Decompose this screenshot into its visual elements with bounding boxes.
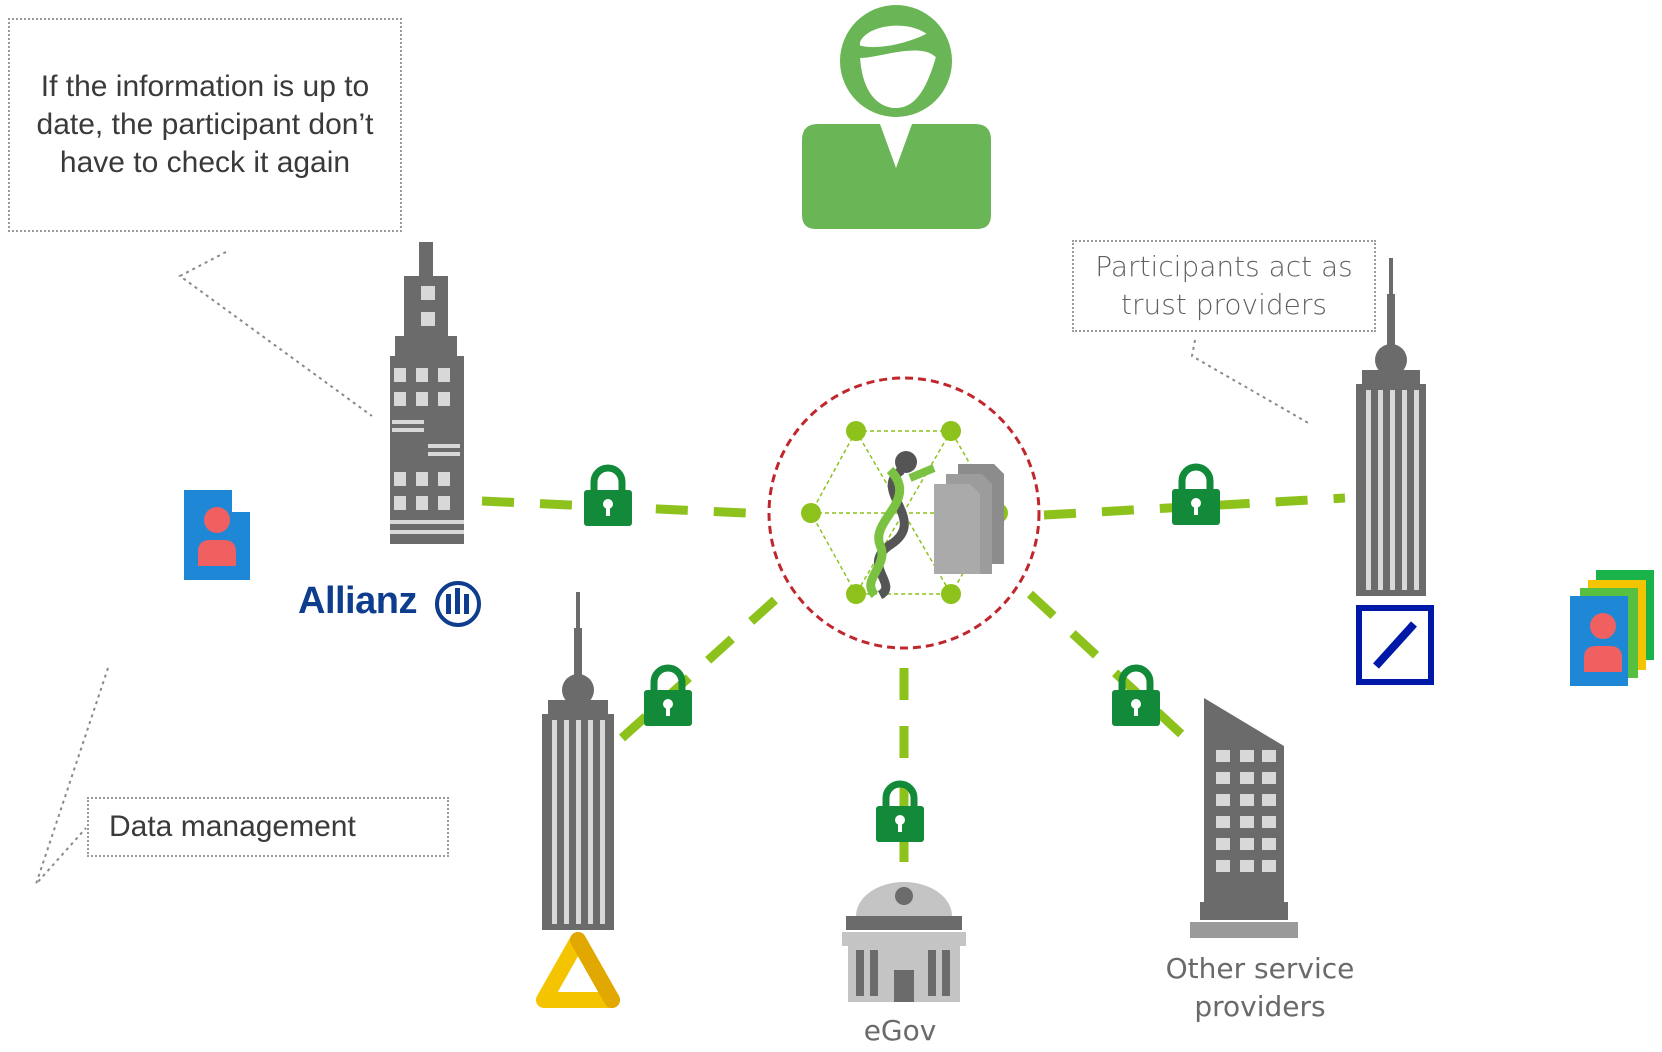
id-card-icon-left — [184, 490, 250, 580]
building-icon-commerzbank — [542, 592, 614, 930]
hub — [767, 376, 1041, 650]
commerzbank-logo-icon — [536, 932, 620, 1008]
callout-trust-providers-text: Participants act as trust providers — [1095, 250, 1353, 321]
building-icon-allianz — [390, 242, 464, 544]
allianz-label: Allianz — [298, 580, 417, 622]
document-stack-icon — [934, 464, 1004, 574]
other-service-providers-label: Other service providers — [1165, 952, 1355, 1023]
callout-check-again-text: If the information is up to date, the pa… — [36, 70, 374, 179]
egov-label: eGov — [863, 1014, 937, 1047]
building-icon-other — [1190, 698, 1298, 938]
dna-icon — [866, 451, 936, 600]
building-icon-deutsche-bank — [1356, 258, 1426, 596]
allianz-logo-icon — [435, 581, 481, 627]
callout-check-again: If the information is up to date, the pa… — [8, 18, 402, 232]
callout-data-management-text: Data management — [109, 810, 356, 843]
lock-icon — [584, 464, 632, 526]
deutsche-bank-logo-icon — [1356, 605, 1434, 685]
callout-trust-providers: Participants act as trust providers — [1072, 240, 1376, 332]
id-card-stack-icon-right — [1570, 570, 1654, 686]
lock-icon — [876, 780, 924, 842]
lock-icon — [1172, 463, 1220, 525]
user-icon — [802, 5, 991, 229]
callout-data-management: Data management — [87, 797, 449, 857]
callout-pointers — [35, 251, 1311, 885]
lock-icons — [584, 463, 1220, 842]
lock-icon — [1112, 664, 1160, 726]
government-building-icon — [842, 882, 966, 1002]
lock-icon — [644, 664, 692, 726]
